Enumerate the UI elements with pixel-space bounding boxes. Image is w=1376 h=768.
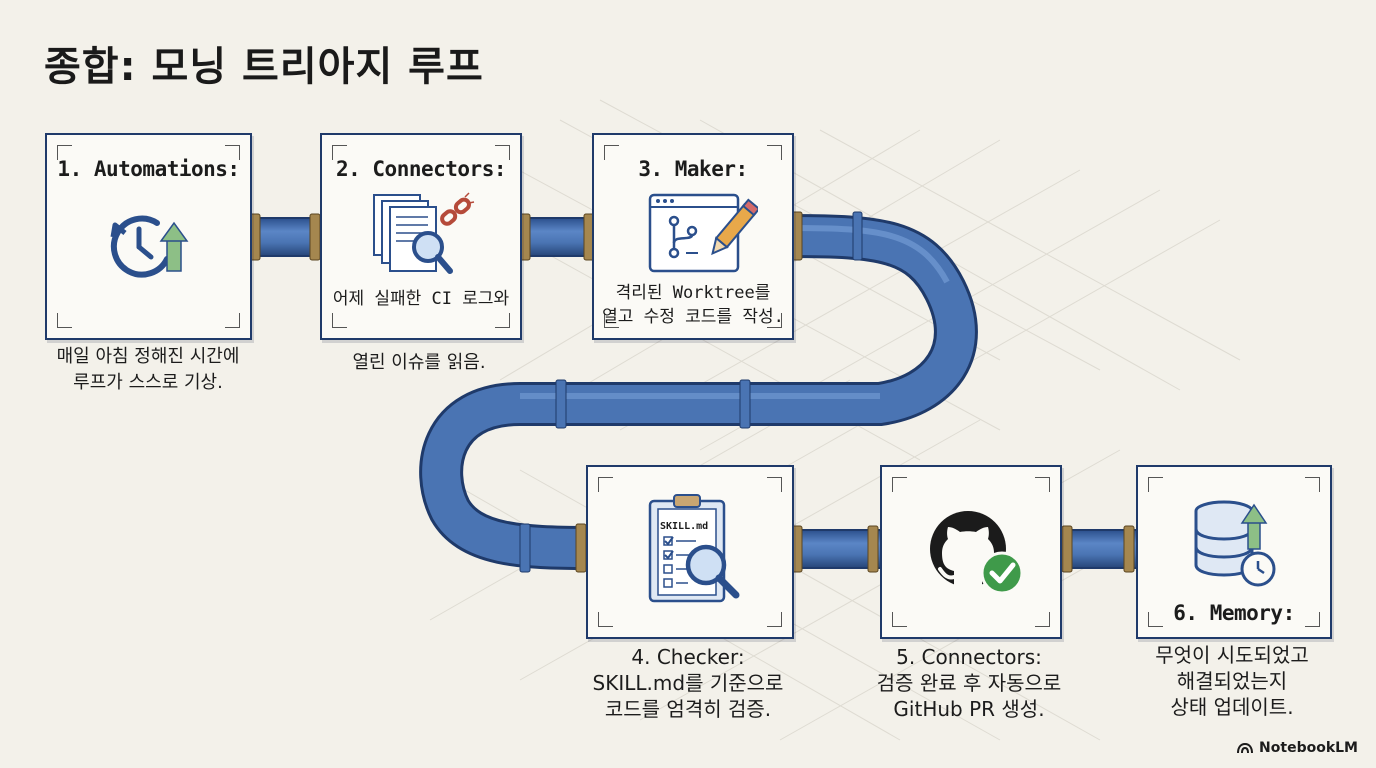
step-3-card: 3. Maker: 격리된 Worktree를 열고 수정 코드를 작성.: [592, 133, 794, 340]
database-history-icon: [1194, 500, 1276, 587]
skill-md-label: SKILL.md: [660, 521, 708, 532]
step-1-caption-line-2: 루프가 스스로 기상.: [73, 372, 223, 393]
step-6-card: 6. Memory:: [1136, 465, 1332, 639]
documents-search-link-icon: [373, 192, 475, 274]
step-1-caption: 매일 아침 정해진 시간에 루프가 스스로 기상.: [30, 344, 266, 396]
pipe-serpentine-3-4: [419, 211, 978, 573]
pipe-segment-2-3: [517, 213, 597, 261]
pipe-segment-4-5: [789, 525, 883, 573]
step-3-inner-line-1: 격리된 Worktree를: [615, 283, 771, 303]
step-6-caption-line-2: 해결되었는지: [1176, 669, 1288, 693]
step-4-caption-line-1: 4. Checker:: [631, 645, 745, 669]
notebooklm-logo: NotebookLM: [1237, 740, 1358, 756]
clock-arrow-up-icon: [110, 215, 189, 278]
step-5-card: [880, 465, 1062, 639]
step-3-title: 3. Maker:: [638, 157, 748, 181]
step-3-inner-line-2: 열고 수정 코드를 작성.: [602, 307, 784, 327]
step-6-caption-line-1: 무엇이 시도되었고: [1155, 643, 1309, 667]
step-5-caption-line-3: GitHub PR 생성.: [893, 697, 1045, 721]
step-5-caption: 5. Connectors: 검증 완료 후 자동으로 GitHub PR 생성…: [850, 644, 1088, 722]
step-1-card: 1. Automations:: [45, 133, 252, 340]
code-window-pencil-icon: [648, 193, 758, 273]
github-check-icon: [930, 511, 1024, 595]
step-2-inner-text: 어제 실패한 CI 로그와: [332, 289, 510, 309]
page-title: 종합: 모닝 트리아지 루프: [44, 44, 484, 90]
step-4-caption-line-2: SKILL.md를 기준으로: [592, 671, 784, 695]
step-4-caption: 4. Checker: SKILL.md를 기준으로 코드를 엄격히 검증.: [560, 644, 816, 722]
brand-label: NotebookLM: [1259, 740, 1358, 756]
step-1-title: 1. Automations:: [57, 157, 240, 181]
pipe-segment-1-2: [247, 213, 323, 261]
pipe-segment-5-6: [1057, 525, 1139, 573]
notebooklm-icon: [1237, 742, 1254, 754]
step-1-caption-line-1: 매일 아침 정해진 시간에: [56, 346, 240, 367]
clipboard-checklist-search-icon: SKILL.md: [648, 494, 740, 603]
step-4-card: SKILL.md: [586, 465, 794, 639]
step-6-caption: 무엇이 시도되었고 해결되었는지 상태 업데이트.: [1112, 642, 1352, 720]
step-6-title: 6. Memory:: [1173, 601, 1295, 625]
step-2-caption: 열린 이슈를 읽음.: [300, 350, 538, 376]
step-5-caption-line-2: 검증 완료 후 자동으로: [876, 671, 1062, 695]
step-2-caption-line-1: 열린 이슈를 읽음.: [352, 352, 486, 373]
step-6-caption-line-3: 상태 업데이트.: [1170, 695, 1294, 719]
step-3-inner-text: 격리된 Worktree를 열고 수정 코드를 작성.: [594, 281, 792, 329]
step-2-card: 2. Connectors: 어제 실패한 CI 로그와: [320, 133, 522, 340]
step-5-caption-line-1: 5. Connectors:: [896, 645, 1042, 669]
step-2-title: 2. Connectors:: [335, 157, 507, 181]
step-4-caption-line-3: 코드를 엄격히 검증.: [604, 697, 772, 721]
